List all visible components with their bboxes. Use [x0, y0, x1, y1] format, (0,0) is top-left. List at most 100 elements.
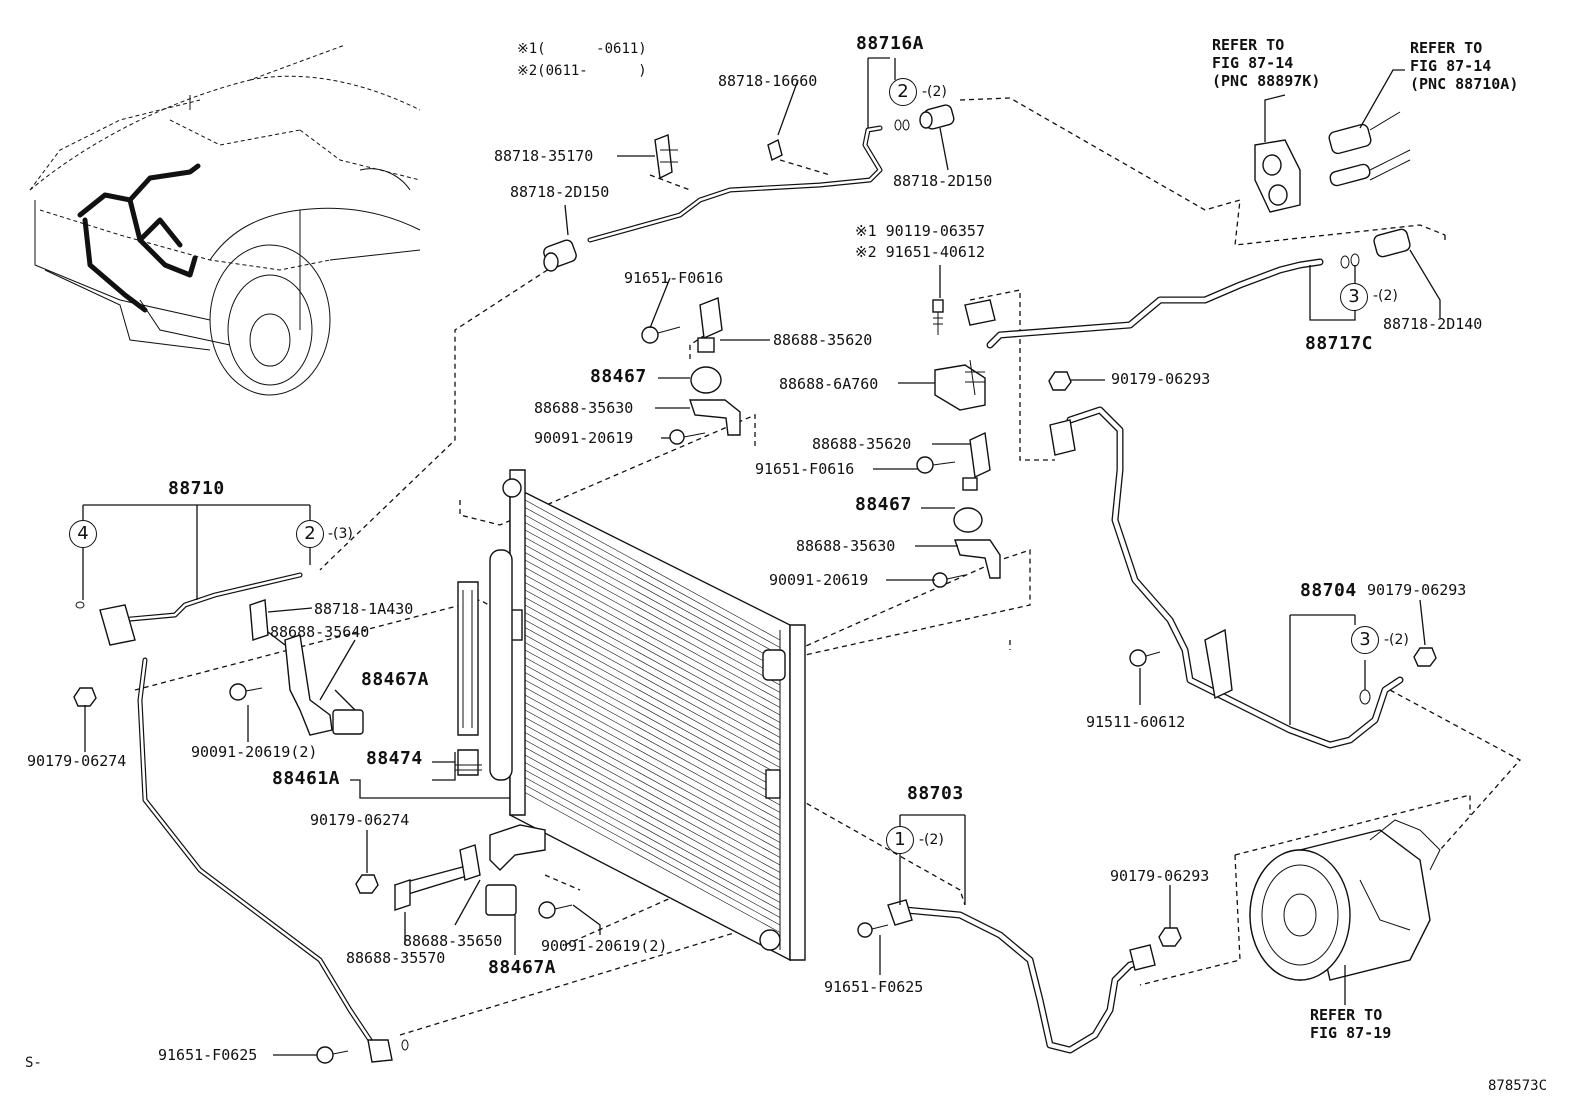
part-90179-06293-a[interactable]: 90179-06293	[1111, 370, 1211, 388]
condenser-fin	[524, 507, 781, 648]
vehicle-illustration	[29, 44, 421, 396]
condenser-fin	[524, 642, 781, 783]
condenser-fin	[524, 717, 781, 858]
condenser-fin	[524, 514, 781, 656]
part-88718-1A430[interactable]: 88718-1A430	[314, 600, 414, 618]
circled-1-bottom: 1	[886, 826, 914, 854]
part-88716A[interactable]: 88716A	[856, 33, 925, 54]
condenser-fin	[524, 754, 781, 896]
part-88718-16660[interactable]: 88718-16660	[718, 72, 818, 90]
condenser-fin	[524, 702, 781, 843]
circled-3-top: 3	[1340, 283, 1368, 311]
circled-2-top: 2	[889, 78, 917, 106]
compressor	[1249, 819, 1441, 981]
condenser-fin	[524, 582, 781, 723]
corner-mark: S-	[25, 1055, 42, 1071]
part-91651-F0625-a[interactable]: 91651-F0625	[824, 978, 924, 996]
part-88688-35620-b[interactable]: 88688-35620	[812, 435, 912, 453]
condenser-fin	[524, 664, 781, 806]
qty-1-bottom: -(2)	[919, 832, 944, 848]
condenser-fin	[524, 619, 781, 761]
condenser-fin	[524, 687, 781, 828]
part-90091-20619-b[interactable]: 90091-20619	[769, 571, 869, 589]
reference-fig-87-14-b[interactable]: REFER TO FIG 87-14 (PNC 88710A)	[1410, 39, 1519, 93]
part-88467A-a[interactable]: 88467A	[361, 669, 430, 690]
condenser-fin	[524, 522, 781, 663]
condenser-fin	[524, 604, 781, 746]
condenser-fin	[524, 672, 781, 813]
condenser-fin	[524, 499, 781, 641]
part-88717C[interactable]: 88717C	[1305, 333, 1374, 354]
part-90179-06274-b[interactable]: 90179-06274	[310, 811, 410, 829]
small-parts	[73, 104, 1441, 1064]
part-90179-06274-a[interactable]: 90179-06274	[27, 752, 127, 770]
part-88474[interactable]: 88474	[366, 748, 423, 769]
part-88703[interactable]: 88703	[907, 783, 964, 804]
qty-3-right: -(2)	[1384, 632, 1409, 648]
pipes	[107, 125, 1404, 1054]
condenser-fin	[524, 529, 781, 671]
part-88718-2D150-right[interactable]: 88718-2D150	[893, 172, 993, 190]
reference-fig-87-14-a[interactable]: REFER TO FIG 87-14 (PNC 88897K)	[1212, 36, 1321, 90]
condenser-fin	[524, 709, 781, 851]
condenser-fin	[524, 559, 781, 701]
condenser-fin	[524, 739, 781, 881]
condenser-fin	[524, 679, 781, 821]
condenser-fin	[524, 792, 781, 933]
part-91651-F0616-a[interactable]: 91651-F0616	[624, 269, 724, 287]
part-90091-20619-2a[interactable]: 90091-20619(2)	[191, 743, 318, 761]
condenser-fin	[524, 747, 781, 888]
part-90091-20619-2b[interactable]: 90091-20619(2)	[541, 937, 668, 955]
part-88688-35630-a[interactable]: 88688-35630	[534, 399, 634, 417]
part-91651-40612[interactable]: ※2 91651-40612	[855, 243, 985, 261]
reference-fig-87-19[interactable]: REFER TO FIG 87-19	[1310, 1006, 1392, 1042]
part-91651-F0616-b[interactable]: 91651-F0616	[755, 460, 855, 478]
part-88688-35640[interactable]: 88688-35640	[270, 623, 370, 641]
part-91511-60612[interactable]: 91511-60612	[1086, 713, 1186, 731]
condenser-fin	[524, 657, 781, 798]
circled-3-right: 3	[1351, 626, 1379, 654]
qty-3-top: -(2)	[1373, 288, 1398, 304]
condenser-fin	[524, 724, 781, 866]
part-90091-20619-a[interactable]: 90091-20619	[534, 429, 634, 447]
condenser-fin	[524, 627, 781, 768]
part-91651-F0625-b[interactable]: 91651-F0625	[158, 1046, 258, 1064]
part-88461A[interactable]: 88461A	[272, 768, 341, 789]
condenser-fin	[524, 597, 781, 738]
part-88718-2D140[interactable]: 88718-2D140	[1383, 315, 1483, 333]
part-88718-2D150-left[interactable]: 88718-2D150	[510, 183, 610, 201]
condenser-fin	[524, 589, 781, 731]
note-2: ※2(0611- )	[517, 63, 647, 79]
part-90119-06357[interactable]: ※1 90119-06357	[855, 222, 985, 240]
circled-2-left: 2	[296, 520, 324, 548]
condenser-fin	[524, 537, 781, 678]
condenser-fin	[524, 612, 781, 753]
condenser-fin	[524, 552, 781, 693]
qty-2-left: -(3)	[328, 526, 353, 542]
part-88467-b[interactable]: 88467	[855, 494, 912, 515]
condenser	[455, 469, 806, 962]
part-90179-06293-c[interactable]: 90179-06293	[1110, 867, 1210, 885]
part-88688-35570[interactable]: 88688-35570	[346, 949, 446, 967]
part-90179-06293-b[interactable]: 90179-06293	[1367, 581, 1467, 599]
condenser-fin	[524, 649, 781, 791]
figure-code: 878573C	[1488, 1078, 1548, 1094]
condenser-fin	[524, 777, 781, 918]
part-88688-6A760[interactable]: 88688-6A760	[779, 375, 879, 393]
part-88704[interactable]: 88704	[1300, 580, 1357, 601]
part-88710[interactable]: 88710	[168, 478, 225, 499]
part-88688-35620-a[interactable]: 88688-35620	[773, 331, 873, 349]
condenser-fin	[524, 762, 781, 903]
part-88467-a[interactable]: 88467	[590, 366, 647, 387]
part-88688-35650[interactable]: 88688-35650	[403, 932, 503, 950]
condenser-fin	[524, 574, 781, 716]
condenser-fin	[524, 567, 781, 708]
part-88688-35630-b[interactable]: 88688-35630	[796, 537, 896, 555]
part-88718-35170[interactable]: 88718-35170	[494, 147, 594, 165]
qty-2-top: -(2)	[922, 84, 947, 100]
part-88467A-b[interactable]: 88467A	[488, 957, 557, 978]
note-1: ※1( -0611)	[517, 41, 647, 57]
condenser-fin	[524, 544, 781, 686]
